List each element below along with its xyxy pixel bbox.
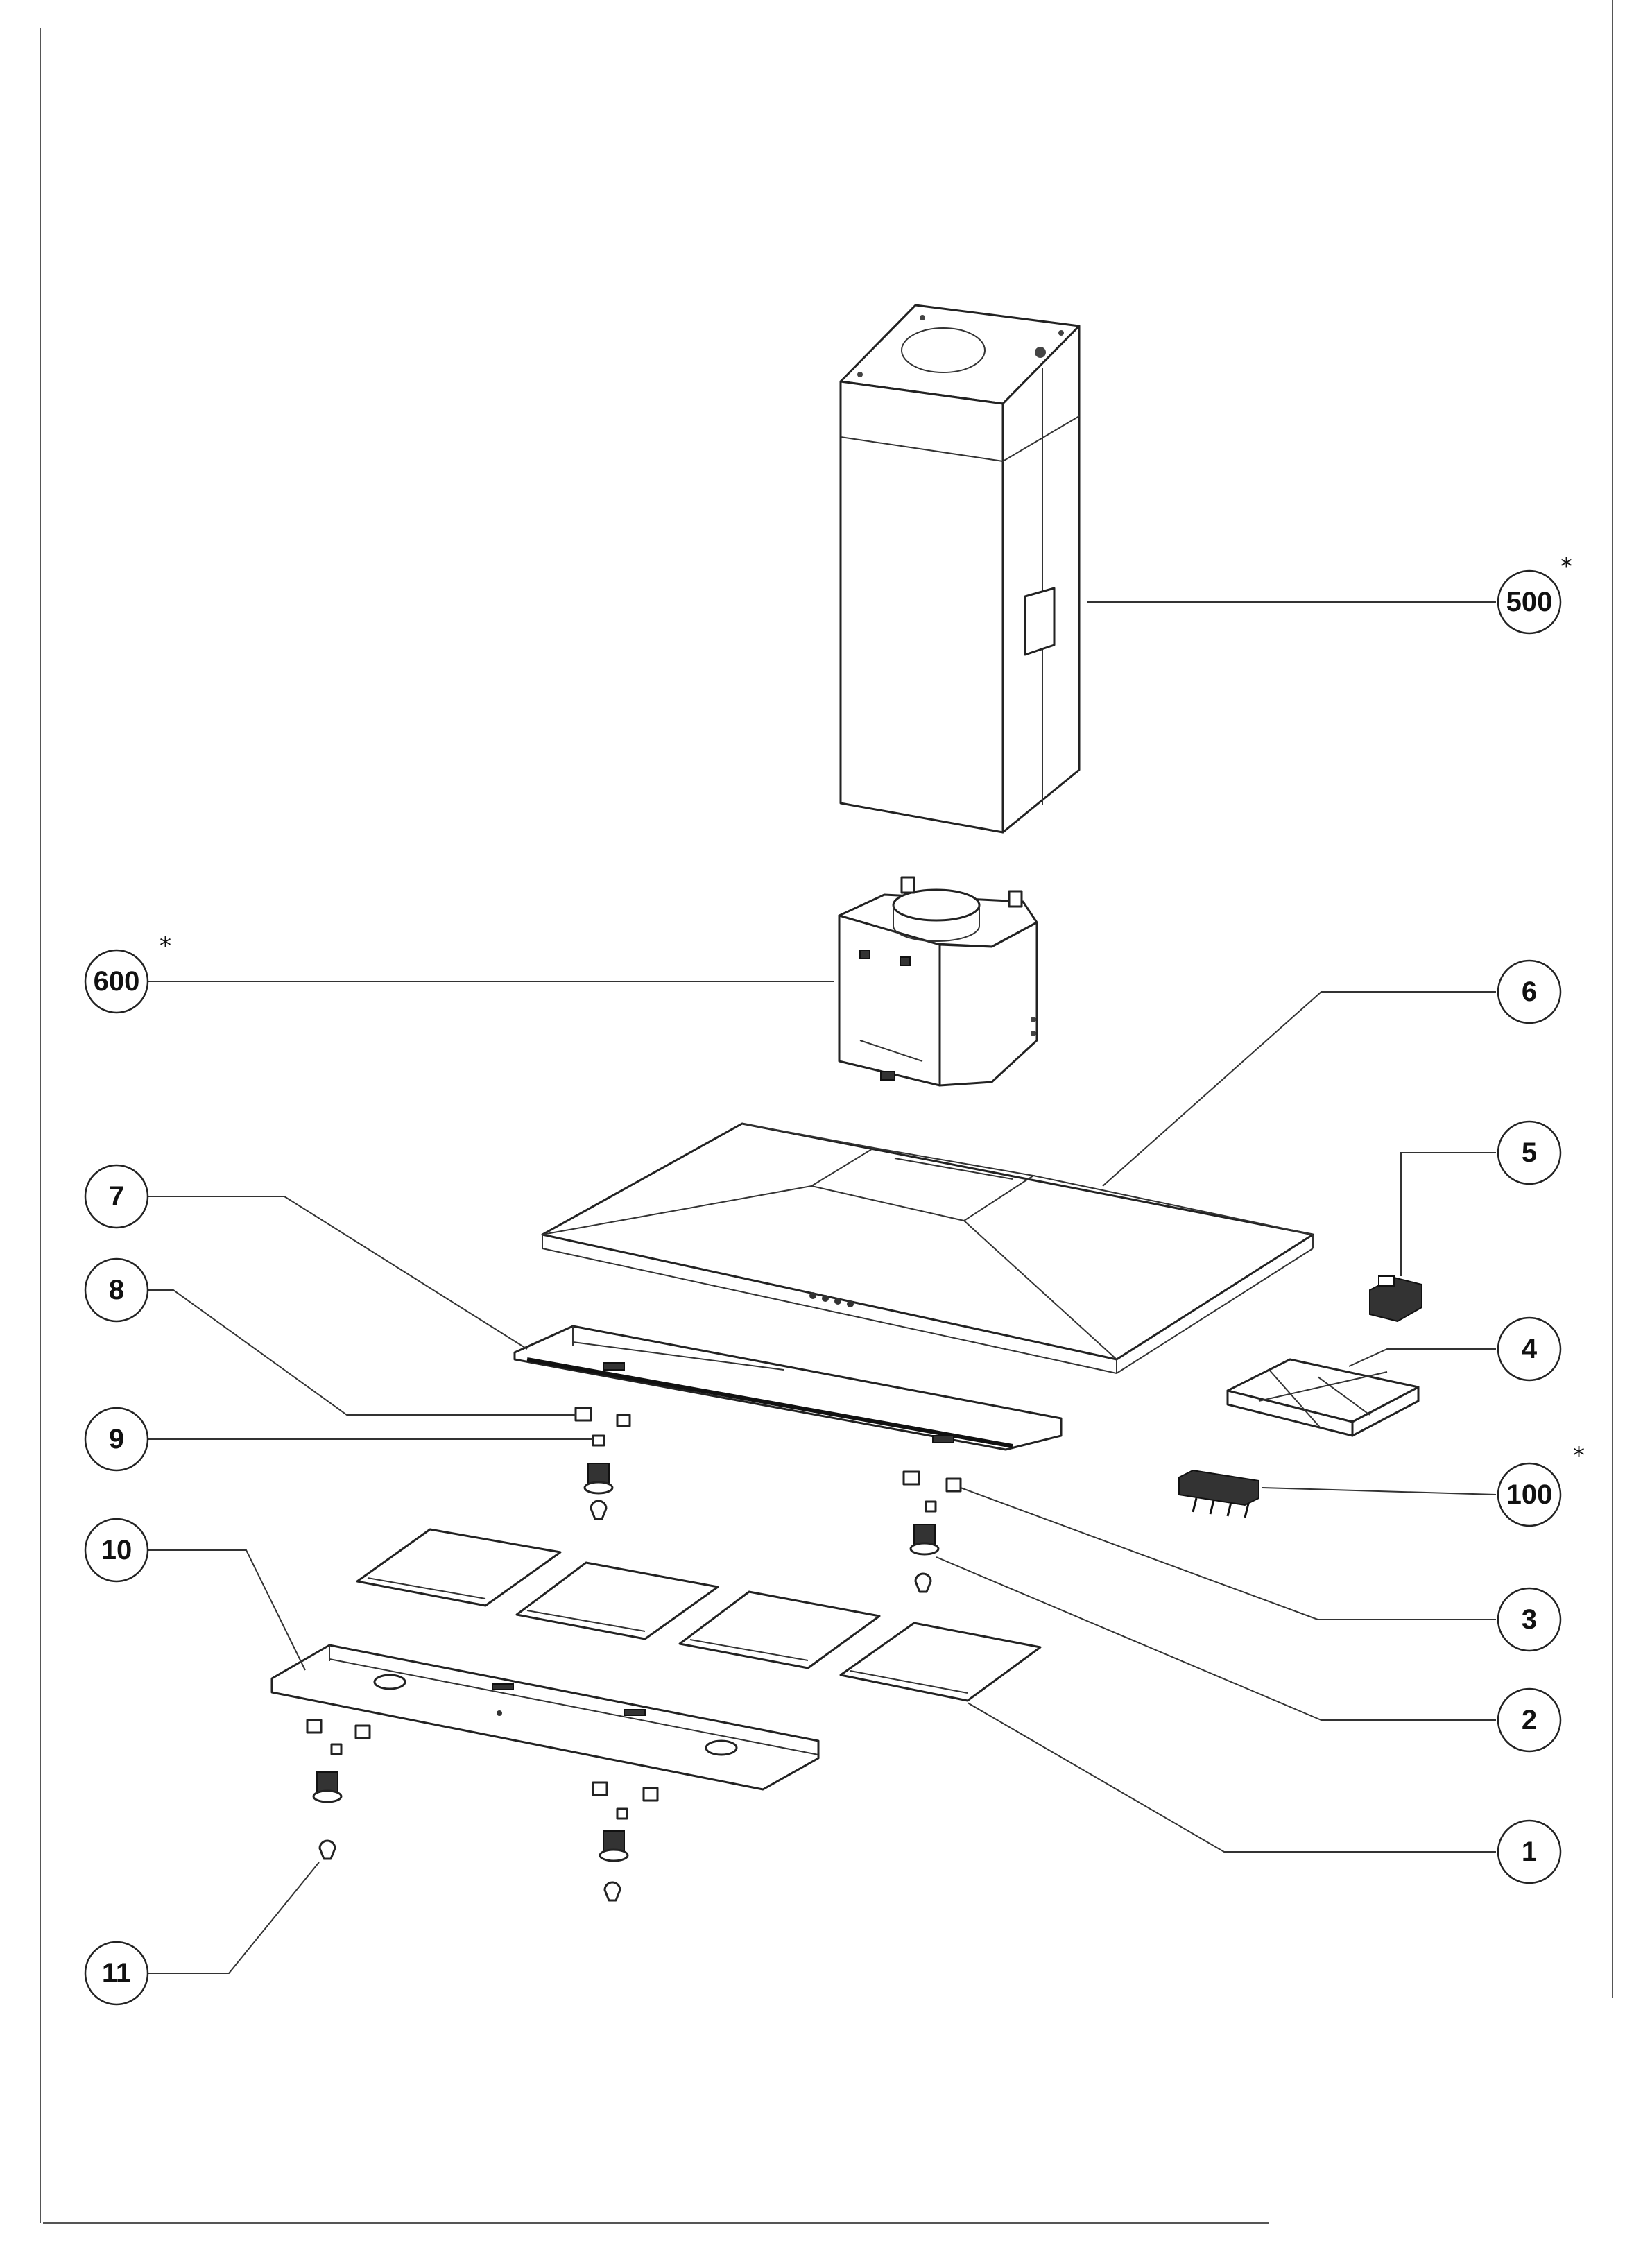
lamp-holder-front-right: [599, 1830, 629, 1902]
callout-8: 8: [84, 1257, 149, 1323]
callout-7: 7: [84, 1164, 149, 1229]
lamp-holders-and-bulbs: [312, 1463, 940, 1902]
callout-6-label: 6: [1522, 977, 1537, 1007]
sheet-frame: [40, 0, 1613, 2224]
callout-500-star: *: [1560, 553, 1572, 581]
callout-4: 4: [1497, 1316, 1562, 1382]
callout-9: 9: [84, 1407, 149, 1472]
callout-10: 10: [84, 1518, 149, 1583]
control-buttons: [809, 1292, 854, 1307]
callout-500: 500 *: [1497, 553, 1572, 635]
callout-8-label: 8: [109, 1275, 124, 1305]
callout-500-label: 500: [1506, 587, 1553, 617]
callout-11-label: 11: [102, 1958, 131, 1988]
callout-2-label: 2: [1522, 1705, 1537, 1735]
callout-5-label: 5: [1522, 1137, 1537, 1168]
chimney-cover: [839, 304, 1081, 834]
callout-3: 3: [1497, 1587, 1562, 1652]
callout-600: 600 *: [84, 932, 171, 1014]
callout-600-star: *: [160, 932, 171, 960]
carbon-filter: [1226, 1358, 1420, 1437]
callout-100-star: *: [1573, 1442, 1585, 1470]
switch-component: [1369, 1275, 1422, 1323]
rear-frame-rail: [513, 1325, 1063, 1451]
leader-lines: [142, 601, 1497, 1974]
callout-10-label: 10: [101, 1535, 132, 1565]
front-frame-rail: [270, 1644, 820, 1791]
callout-2: 2: [1497, 1687, 1562, 1753]
callout-100-label: 100: [1506, 1479, 1553, 1510]
spacers-and-nuts: [306, 1407, 962, 1820]
callout-4-label: 4: [1522, 1334, 1538, 1364]
callout-5: 5: [1497, 1120, 1562, 1185]
callout-11: 11: [84, 1941, 149, 2006]
callout-100: 100 *: [1497, 1442, 1585, 1527]
grease-filters: [356, 1528, 1042, 1702]
lamp-holder-rear-right: [909, 1524, 940, 1593]
callout-9-label: 9: [109, 1424, 124, 1454]
hood-canopy: [541, 1122, 1314, 1374]
callout-7-label: 7: [109, 1181, 124, 1212]
lamp-holder-rear-left: [583, 1463, 614, 1520]
motor-housing: [838, 876, 1038, 1087]
callout-6: 6: [1497, 959, 1562, 1024]
callout-600-label: 600: [94, 966, 140, 997]
callout-1-label: 1: [1522, 1837, 1537, 1867]
connector-block: [1178, 1469, 1259, 1518]
callout-1: 1: [1497, 1819, 1562, 1884]
callout-3-label: 3: [1522, 1604, 1537, 1635]
lamp-holder-front-left: [312, 1771, 343, 1860]
